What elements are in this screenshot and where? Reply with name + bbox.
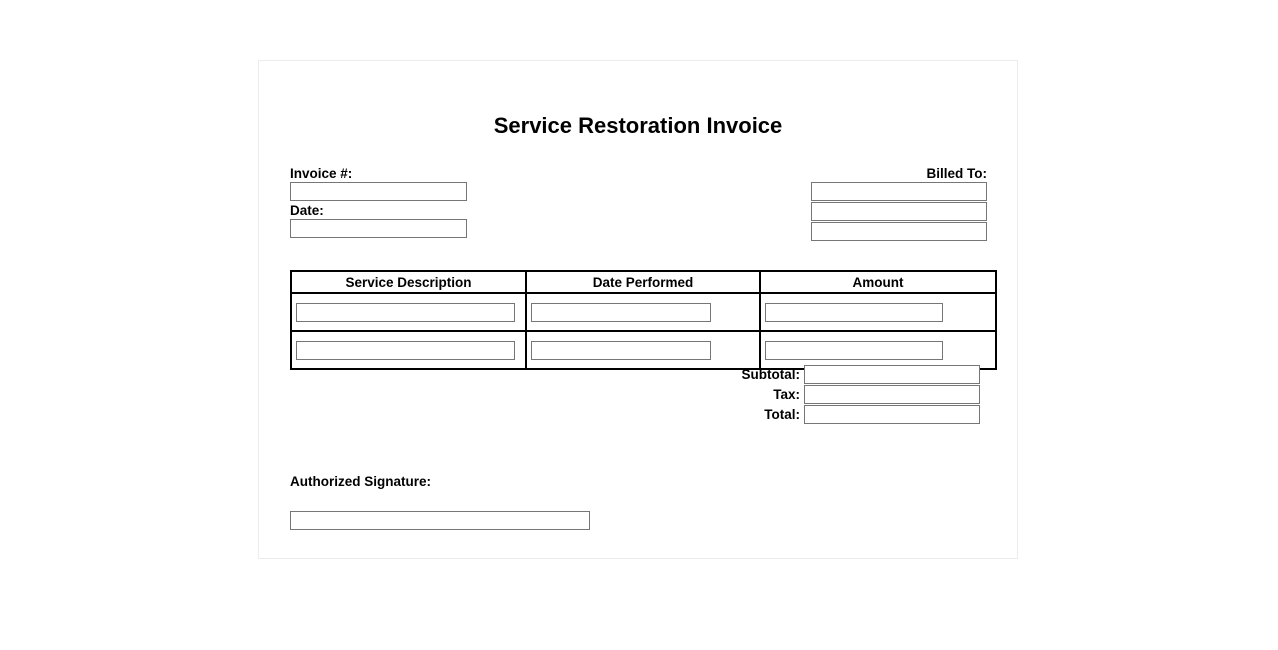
authorized-signature-label: Authorized Signature: <box>290 474 431 489</box>
authorized-signature-input[interactable] <box>290 511 590 530</box>
line-item-2-amount-input[interactable] <box>765 340 943 360</box>
billed-to-group: Billed To: <box>811 165 987 242</box>
line-item-1-description-input[interactable] <box>296 302 515 322</box>
cell-date-performed <box>525 292 761 332</box>
column-header-service-description: Service Description <box>290 270 527 294</box>
invoice-date-label: Date: <box>290 203 324 218</box>
cell-date-performed <box>525 330 761 370</box>
signature-section: Authorized Signature: <box>290 473 690 530</box>
line-items-table: Service Description Date Performed Amoun… <box>290 270 997 370</box>
page-title: Service Restoration Invoice <box>493 113 783 138</box>
invoice-number-label: Invoice #: <box>290 166 353 181</box>
tax-input[interactable] <box>804 385 980 404</box>
total-label: Total: <box>764 407 800 422</box>
cell-service-description <box>290 330 527 370</box>
invoice-sheet: Service Restoration Invoice Invoice #: D… <box>258 60 1018 559</box>
billed-to-label: Billed To: <box>926 166 988 181</box>
line-item-2-description-input[interactable] <box>296 340 515 360</box>
table-row <box>290 330 997 370</box>
cell-amount <box>759 292 997 332</box>
line-item-1-date-input[interactable] <box>531 302 711 322</box>
totals-section: Subtotal: Tax: Total: <box>728 365 980 425</box>
invoice-date-input[interactable] <box>290 219 467 238</box>
invoice-number-input[interactable] <box>290 182 467 201</box>
column-header-amount: Amount <box>759 270 997 294</box>
line-item-2-date-input[interactable] <box>531 340 711 360</box>
billed-to-line-3-input[interactable] <box>811 222 987 241</box>
invoice-meta-section: Invoice #: Date: Billed To: <box>290 165 987 242</box>
table-header-row: Service Description Date Performed Amoun… <box>290 270 997 294</box>
totals-row-subtotal: Subtotal: <box>728 365 980 384</box>
invoice-meta-left: Invoice #: Date: <box>290 165 472 239</box>
cell-amount <box>759 330 997 370</box>
totals-row-tax: Tax: <box>728 385 980 404</box>
column-header-date-performed: Date Performed <box>525 270 761 294</box>
line-item-1-amount-input[interactable] <box>765 302 943 322</box>
cell-service-description <box>290 292 527 332</box>
billed-to-line-1-input[interactable] <box>811 182 987 201</box>
tax-label: Tax: <box>773 387 800 402</box>
billed-to-line-2-input[interactable] <box>811 202 987 221</box>
subtotal-input[interactable] <box>804 365 980 384</box>
total-input[interactable] <box>804 405 980 424</box>
subtotal-label: Subtotal: <box>741 367 801 382</box>
table-row <box>290 292 997 332</box>
totals-row-total: Total: <box>728 405 980 424</box>
